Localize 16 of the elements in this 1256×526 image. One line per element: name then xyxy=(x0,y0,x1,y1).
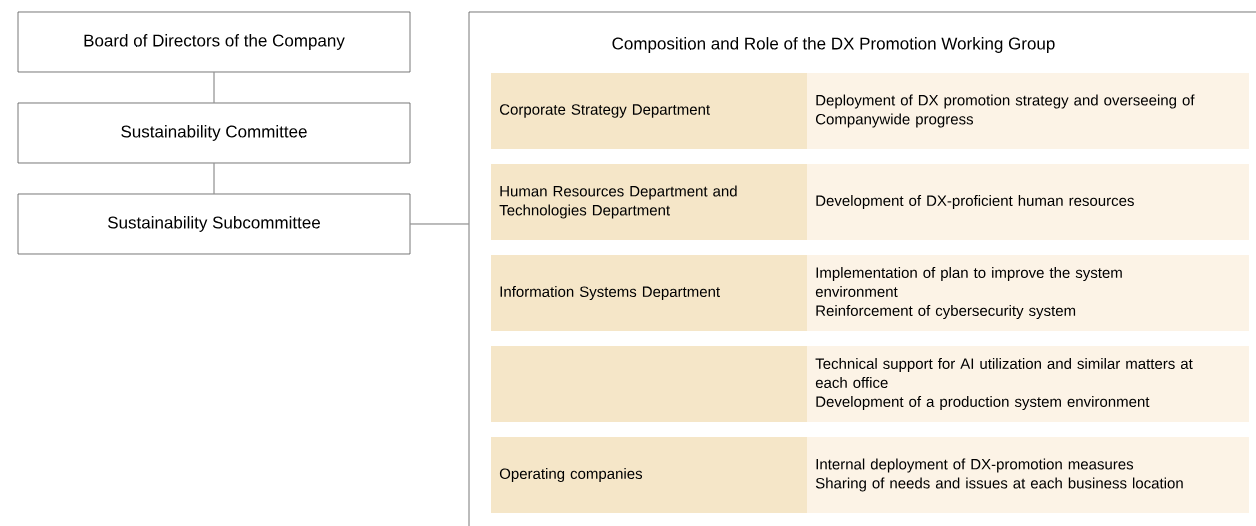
org-box: Sustainability Subcommittee xyxy=(17,193,411,255)
role-cell: Development of DX-proficient human resources xyxy=(807,164,1249,240)
role-cell: Deployment of DX promotion strategy and overseeing of Companywide progress xyxy=(807,73,1249,149)
role-cell: Implementation of plan to improve the system environment Reinforcement of cybersecurity system xyxy=(807,255,1249,331)
org-box: Sustainability Committee xyxy=(17,102,411,164)
department-cell: Human Resources Department and Technologies Department xyxy=(491,164,807,240)
department-cell: Corporate Strategy Department xyxy=(491,73,807,149)
role-cell: Technical support for AI utilization and similar matters at each office Development of a production system environment xyxy=(807,346,1249,422)
department-cell xyxy=(491,346,807,422)
role-cell: Internal deployment of DX-promotion measures Sharing of needs and issues at each business location xyxy=(807,437,1249,513)
department-cell: Operating companies xyxy=(491,437,807,513)
connector-line xyxy=(213,72,215,103)
connector-line xyxy=(410,223,469,225)
department-cell: Information Systems Department xyxy=(491,255,807,331)
connector-line xyxy=(213,163,215,194)
org-box: Board of Directors of the Company xyxy=(17,11,411,73)
